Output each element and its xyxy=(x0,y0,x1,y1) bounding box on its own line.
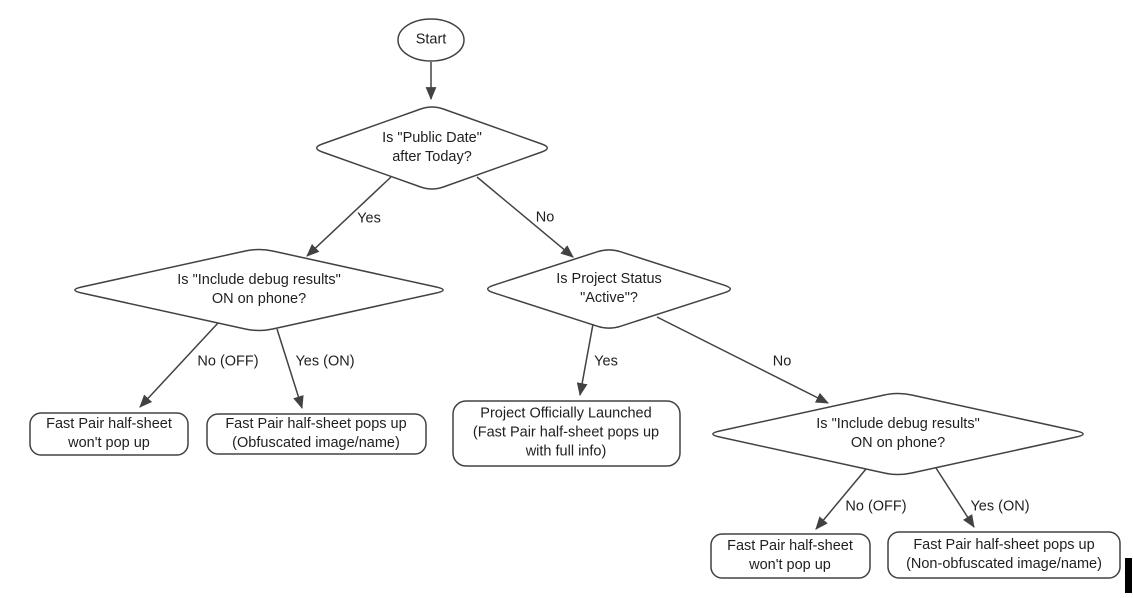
start-label: Start xyxy=(416,31,447,50)
node-label-line: Fast Pair half-sheet pops up xyxy=(913,537,1095,553)
edge-label-debug-right-no: No (OFF) xyxy=(845,498,907,515)
edge-label-public-date-no: No xyxy=(535,209,555,226)
start-node-shape xyxy=(397,18,465,62)
node-label-line: (Non-obfuscated image/name) xyxy=(906,556,1102,572)
node-label-line: (Obfuscated image/name) xyxy=(232,435,400,451)
node-label-line: Is Project Status xyxy=(556,271,662,287)
edge-public-date-yes xyxy=(306,176,392,257)
edge-label-project-status-no: No xyxy=(772,353,792,370)
node-label-line: Project Officially Launched xyxy=(480,405,652,422)
node-label-line: Is "Include debug results" xyxy=(177,272,341,288)
edge-debug-left-yes xyxy=(276,328,304,410)
edge-label-debug-right-yes: Yes (ON) xyxy=(970,498,1030,515)
result-no-popup-right-label: Fast Pair half-sheet won't pop up xyxy=(727,537,853,575)
node-label-line: "Active"? xyxy=(580,290,638,306)
edge-label-debug-left-no: No (OFF) xyxy=(197,353,259,370)
edge-label-debug-left-yes: Yes (ON) xyxy=(295,353,355,370)
node-label-line: with full info) xyxy=(525,443,607,460)
node-label-line: Is "Include debug results" xyxy=(816,416,980,432)
node-label-line: after Today? xyxy=(392,149,472,165)
edge-label-public-date-yes: Yes xyxy=(357,210,381,227)
result-non-obfuscated-label: Fast Pair half-sheet pops up (Non-obfusc… xyxy=(906,536,1102,574)
decision-debug-right-label: Is "Include debug results" ON on phone? xyxy=(816,415,979,453)
edge-debug-right-yes xyxy=(935,467,975,528)
edge-project-status-yes xyxy=(576,323,594,397)
edge-project-status-no xyxy=(656,316,829,404)
result-no-popup-right-shape xyxy=(710,533,871,579)
edge-debug-right-no xyxy=(815,468,867,530)
edge-public-date-no xyxy=(476,176,574,258)
node-label-line: Fast Pair half-sheet xyxy=(46,416,172,432)
result-launched-label: Project Officially Launched (Fast Pair h… xyxy=(473,405,659,462)
node-label-line: won't pop up xyxy=(68,435,150,451)
result-obfuscated-shape xyxy=(206,413,427,455)
node-label-line: Is "Public Date" xyxy=(382,130,482,146)
result-obfuscated-label: Fast Pair half-sheet pops up (Obfuscated… xyxy=(225,415,406,453)
decision-public-date-label: Is "Public Date" after Today? xyxy=(382,129,482,167)
result-non-obfuscated-shape xyxy=(887,531,1121,579)
decision-debug-right-shape xyxy=(712,392,1084,476)
node-label-line: ON on phone? xyxy=(211,291,307,307)
node-label-line: (Fast Pair half-sheet pops up xyxy=(472,424,660,441)
node-label-line: ON on phone? xyxy=(850,435,946,451)
result-no-popup-left-shape xyxy=(29,412,189,456)
node-label-line: Start xyxy=(415,31,447,48)
decision-project-status-shape xyxy=(486,249,732,329)
node-label-line: Fast Pair half-sheet xyxy=(727,538,853,554)
edge-label-project-status-yes: Yes xyxy=(594,353,618,370)
result-launched-shape xyxy=(452,400,681,467)
decision-debug-left-shape xyxy=(74,248,444,332)
text-cursor-bar xyxy=(1125,558,1132,593)
decision-debug-left-label: Is "Include debug results" ON on phone? xyxy=(177,271,340,309)
node-label-line: Fast Pair half-sheet pops up xyxy=(225,416,407,432)
decision-project-status-label: Is Project Status "Active"? xyxy=(556,270,662,308)
decision-public-date-shape xyxy=(315,106,549,190)
result-no-popup-left-label: Fast Pair half-sheet won't pop up xyxy=(46,415,172,453)
edge-debug-left-no xyxy=(139,322,219,408)
node-label-line: won't pop up xyxy=(749,557,831,573)
